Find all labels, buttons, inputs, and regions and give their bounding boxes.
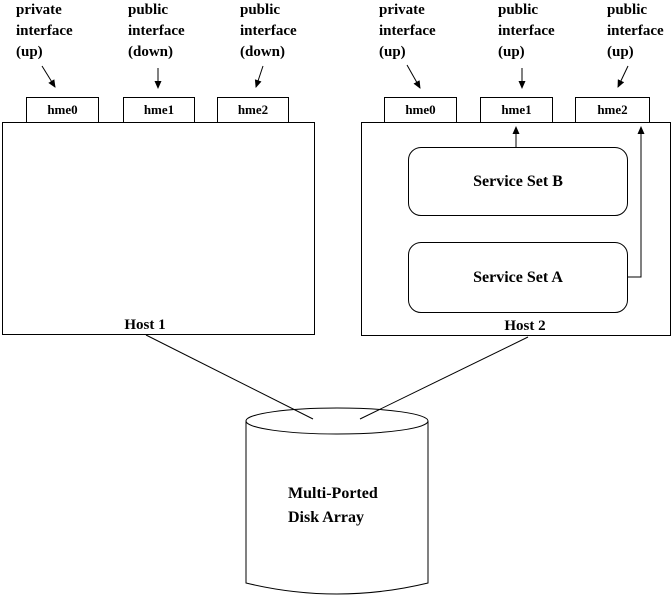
disk-cylinder-top — [245, 407, 429, 435]
annotation-line: interface — [128, 23, 185, 39]
host1-hme2-annotation: public interface (down) — [240, 0, 297, 63]
interface-label: hme1 — [143, 102, 175, 117]
annotation-line: interface — [379, 23, 436, 39]
host2-interface-box-hme0: hme0 — [384, 97, 457, 123]
annotation-line: (up) — [379, 44, 406, 60]
service-set-label: Service Set A — [473, 268, 563, 286]
host2-interface-box-hme2: hme2 — [575, 97, 650, 123]
service-set-label: Service Set B — [473, 172, 563, 190]
annotation-line: interface — [240, 23, 297, 39]
host1-interface-box-hme2: hme2 — [217, 97, 289, 123]
annotation-line: interface — [607, 23, 664, 39]
host1-hme0-annotation: private interface (up) — [16, 0, 73, 63]
annotation-line: private — [379, 2, 425, 18]
interface-label: hme0 — [405, 102, 436, 117]
host1-disk-connection-line — [145, 334, 314, 420]
interface-label: hme2 — [597, 102, 628, 117]
service-set-b-box: Service Set B — [408, 147, 628, 216]
interface-label: hme0 — [47, 102, 78, 117]
disk-array-label-line: Disk Array — [288, 509, 364, 526]
host1-hme1-annotation: public interface (down) — [128, 0, 185, 63]
annotation-line: public — [240, 2, 281, 18]
annotation-line: interface — [16, 23, 73, 39]
host2-disk-connection-line — [359, 336, 529, 420]
disk-array-label: Multi-Ported Disk Array — [288, 482, 378, 530]
host2-hme2-annotation-arrow — [617, 65, 629, 88]
annotation-line: (up) — [498, 44, 525, 60]
annotation-line: private — [16, 2, 62, 18]
annotation-line: public — [128, 2, 169, 18]
host1-hme0-annotation-arrow — [41, 65, 56, 88]
annotation-line: (up) — [607, 44, 634, 60]
host1-interface-box-hme0: hme0 — [26, 97, 99, 123]
annotation-line: interface — [498, 23, 555, 39]
host1-label: Host 1 — [124, 317, 166, 333]
annotation-line: (down) — [240, 44, 286, 60]
annotation-line: (down) — [128, 44, 174, 60]
interface-label: hme1 — [501, 102, 532, 117]
host1-interface-box-hme1: hme1 — [123, 97, 195, 123]
disk-array-label-line: Multi-Ported — [288, 485, 378, 502]
host2-label: Host 2 — [504, 318, 546, 334]
interface-label: hme2 — [237, 102, 269, 117]
annotation-line: public — [607, 2, 648, 18]
host2-hme1-annotation: public interface (up) — [498, 0, 555, 63]
annotation-line: (up) — [16, 44, 43, 60]
host2-hme0-annotation-arrow — [406, 64, 421, 89]
host2-hme2-annotation: public interface (up) — [607, 0, 664, 63]
service-set-a-box: Service Set A — [408, 242, 628, 313]
host2-interface-box-hme1: hme1 — [480, 97, 553, 123]
host1-hme2-annotation-arrow — [254, 65, 264, 88]
host2-hme0-annotation: private interface (up) — [379, 0, 436, 63]
annotation-line: public — [498, 2, 539, 18]
host1-box — [2, 122, 315, 335]
